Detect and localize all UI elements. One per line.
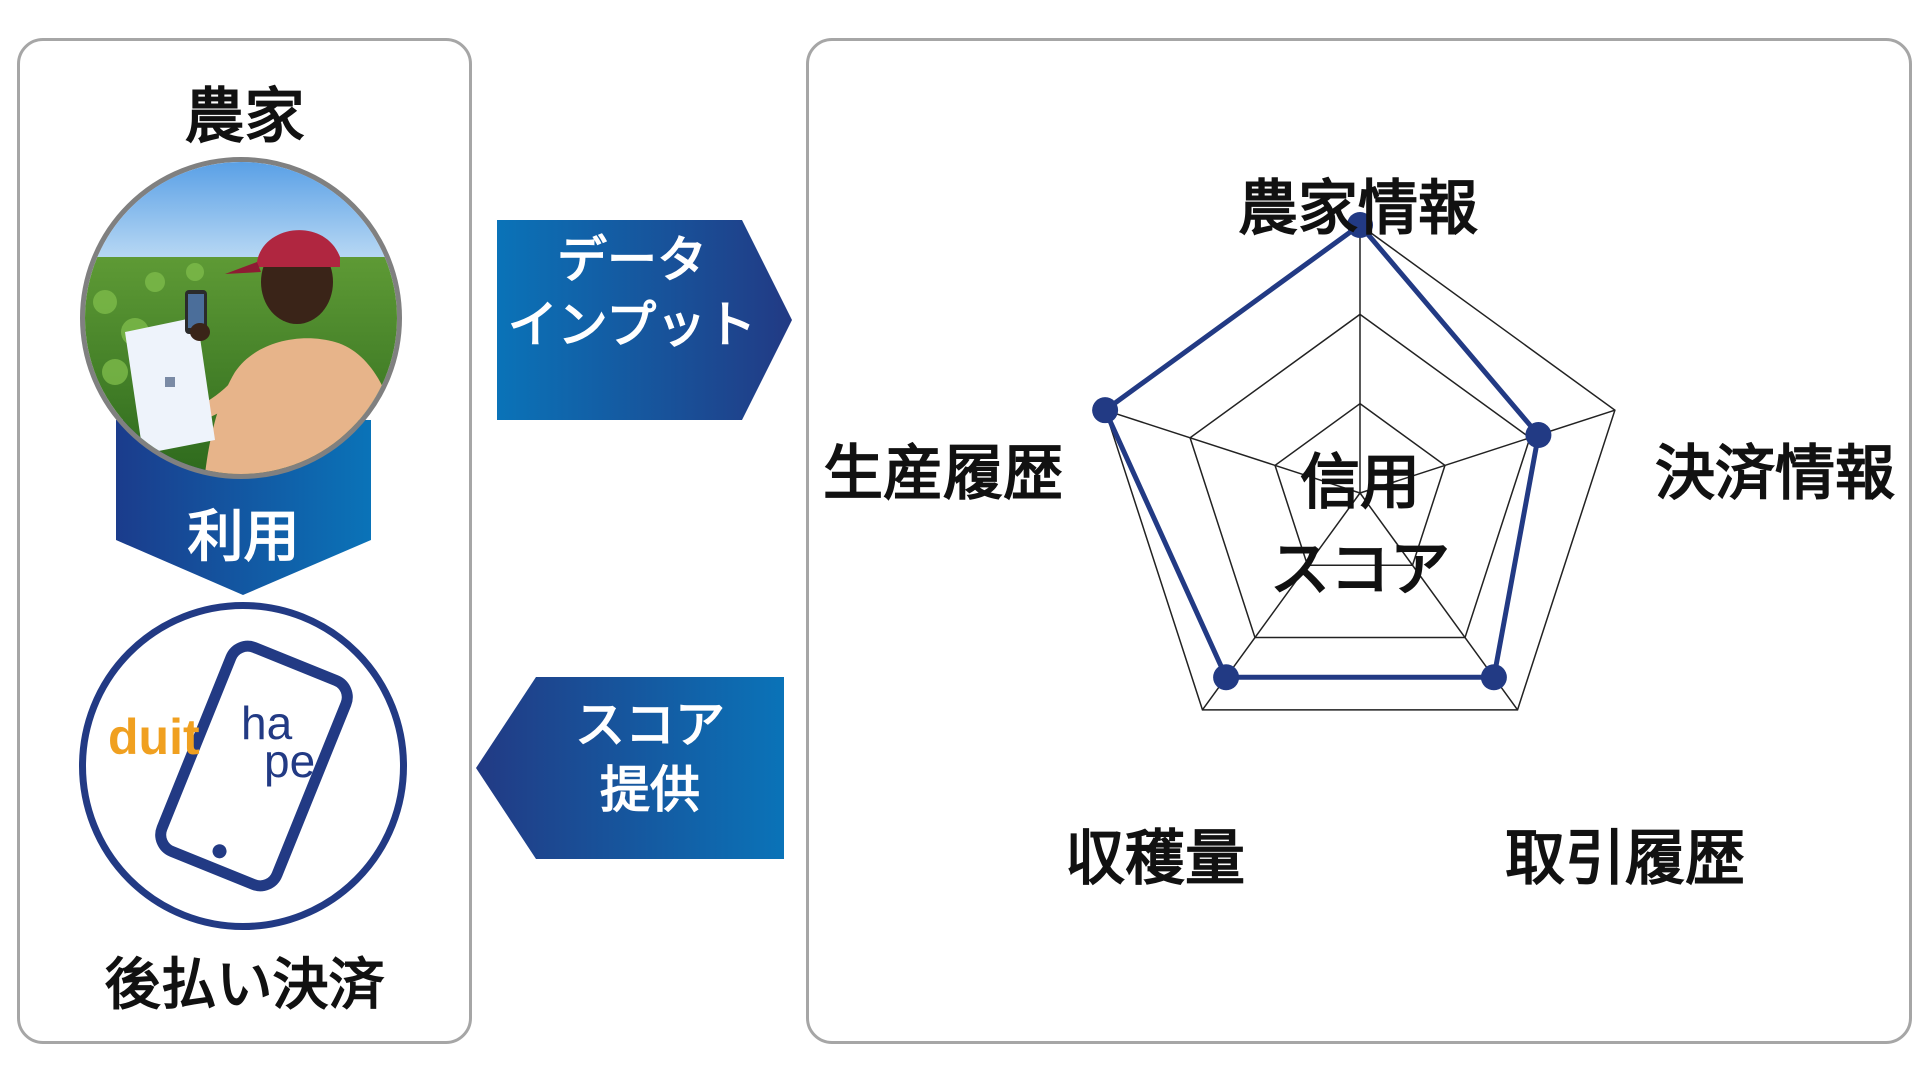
center-line1: 信用: [1300, 448, 1420, 518]
data-input-label: データ インプット: [497, 228, 767, 358]
data-input-line1: データ: [557, 231, 707, 289]
use-label: 利用: [187, 505, 300, 570]
farmer-photo: [80, 157, 402, 479]
hape-text-bottom: pe: [264, 735, 315, 787]
radar-spoke-4: [1104, 409, 1361, 494]
radar-point-3: [1213, 664, 1240, 691]
radar-series-line: [1101, 221, 1542, 680]
radar-point-2: [1480, 664, 1507, 691]
score-provision-line1: スコア: [575, 696, 725, 754]
radar-point-1: [1525, 422, 1552, 449]
radar-spoke-1: [1359, 409, 1616, 494]
radar-chart: [1092, 212, 1616, 711]
duithape-logo: duit ha pe: [79, 602, 407, 930]
center-line2: スコア: [1270, 535, 1450, 605]
hape-text-top: ha: [241, 697, 293, 749]
data-input-arrow: [497, 220, 792, 420]
radar-ring-2: [1189, 313, 1531, 639]
score-provision-arrow: [476, 677, 784, 859]
score-provision-label: スコア 提供: [530, 693, 770, 823]
data-input-line2: インプット: [507, 296, 757, 354]
credit-score-panel: [806, 38, 1912, 1044]
farmer-title: 農家: [184, 82, 305, 152]
credit-score-center-label: 信用 スコア: [1255, 440, 1465, 614]
axis-label-harvest-volume: 収穫量: [1065, 824, 1245, 894]
duit-text: duit: [108, 709, 200, 765]
radar-point-0: [1347, 212, 1373, 238]
axis-label-farmer-info: 農家情報: [1238, 174, 1478, 244]
bnpl-title: 後払い決済: [104, 953, 385, 1018]
score-provision-line2: 提供: [600, 761, 700, 819]
radar-point-4: [1092, 397, 1119, 424]
axis-label-transaction-history: 取引履歴: [1505, 824, 1745, 894]
radar-ring-1: [1274, 402, 1446, 567]
axis-label-production-history: 生産履歴: [823, 439, 1063, 509]
axis-label-payment-info: 決済情報: [1655, 439, 1895, 509]
